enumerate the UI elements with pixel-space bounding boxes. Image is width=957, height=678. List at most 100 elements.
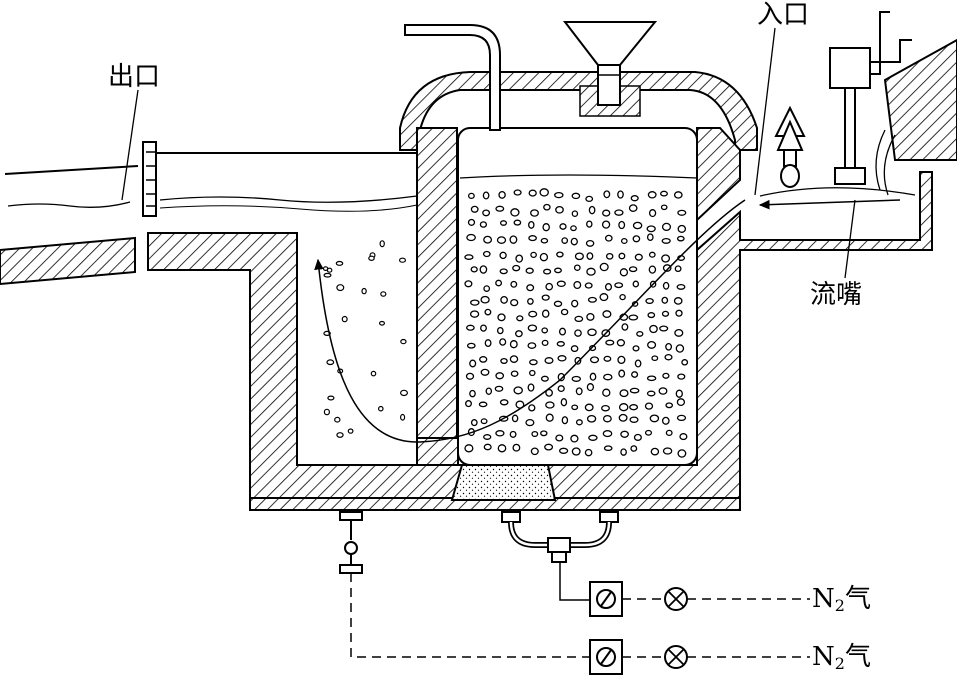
pellet <box>484 308 492 316</box>
pellet <box>466 342 476 349</box>
pellet <box>499 338 507 346</box>
pellet <box>604 234 613 242</box>
pellet <box>677 224 687 233</box>
right-partition <box>696 127 741 223</box>
pellet <box>500 295 508 304</box>
pellet <box>483 285 491 292</box>
gas2-subscript: 2 <box>834 654 845 673</box>
pellet <box>510 298 519 307</box>
pellet <box>673 191 683 199</box>
pellet <box>482 191 490 200</box>
pellet <box>528 235 537 242</box>
pellet <box>573 280 582 290</box>
gas1-symbol: N <box>812 584 835 614</box>
pellet <box>525 418 535 427</box>
pellet <box>571 404 579 411</box>
gas-fittings <box>339 511 619 574</box>
inclusion-particle <box>335 260 344 266</box>
pellet <box>650 447 660 456</box>
inclusion-particle <box>326 359 335 366</box>
pellet <box>662 281 670 290</box>
pellet <box>557 385 565 393</box>
pellet <box>661 296 669 304</box>
pellet <box>469 310 480 318</box>
pellet <box>513 189 522 196</box>
pellet <box>588 434 598 441</box>
pellet <box>499 220 508 226</box>
pellet <box>619 268 629 277</box>
pellet <box>620 430 629 438</box>
outlet-leader <box>121 89 139 201</box>
pellet <box>629 404 639 411</box>
pellet <box>665 402 674 409</box>
pellet <box>515 254 524 263</box>
pellet <box>480 368 490 376</box>
pellet <box>570 237 578 246</box>
pellet <box>676 235 685 242</box>
pellet <box>559 223 567 230</box>
pellet <box>661 222 672 232</box>
pellet <box>545 388 553 397</box>
inclusion-particle <box>326 267 333 273</box>
pellet <box>618 369 626 378</box>
gas-line-1 <box>559 562 810 617</box>
pellet <box>662 264 672 272</box>
pellet <box>676 414 687 422</box>
pellet <box>586 312 595 321</box>
pellet <box>632 345 640 352</box>
pellet <box>470 266 478 273</box>
inclusion-particle <box>361 287 367 295</box>
pellet <box>603 373 613 381</box>
pellet <box>614 282 624 289</box>
pellet <box>571 447 581 456</box>
pellet <box>646 375 657 382</box>
pellet <box>631 371 639 378</box>
pellet <box>633 433 642 441</box>
pellet <box>540 430 548 437</box>
inlet-leader <box>754 27 776 196</box>
pellet <box>513 219 522 226</box>
pellet <box>529 359 538 366</box>
pellet <box>601 404 610 412</box>
pellet <box>485 387 493 395</box>
pellet <box>554 191 564 199</box>
pellet <box>510 280 518 288</box>
pellet <box>469 389 476 398</box>
pellet <box>645 297 654 305</box>
pellet <box>601 220 611 229</box>
pellet <box>499 399 509 406</box>
pellet <box>545 282 554 291</box>
pellet <box>464 254 474 260</box>
pellet <box>605 339 615 346</box>
pellet <box>541 294 550 301</box>
pellet <box>571 210 579 218</box>
pellet <box>586 252 594 260</box>
pellet <box>661 416 670 425</box>
inclusion-particle <box>327 395 335 401</box>
metal-surface-left <box>159 195 418 203</box>
pellet <box>628 314 639 321</box>
pellet <box>554 267 562 274</box>
pellet <box>528 310 538 318</box>
pellet <box>500 357 508 365</box>
pellet <box>531 430 539 438</box>
pellet <box>543 268 552 275</box>
inclusion-particle <box>336 432 344 438</box>
pellet <box>516 315 524 322</box>
pellet <box>497 313 506 322</box>
pellet <box>651 355 659 362</box>
gas-line-2 <box>350 573 810 675</box>
pellet <box>561 237 569 244</box>
pellet <box>544 357 554 364</box>
pellet <box>466 324 475 331</box>
inclusion-particle <box>379 320 386 326</box>
pellet <box>660 190 668 197</box>
pellet <box>661 254 671 263</box>
pellet <box>482 250 491 258</box>
pellet <box>509 235 518 244</box>
pellet <box>483 434 492 440</box>
pellet <box>602 430 613 438</box>
pellet <box>585 195 594 203</box>
pellet <box>599 293 609 302</box>
pellet <box>510 370 519 377</box>
